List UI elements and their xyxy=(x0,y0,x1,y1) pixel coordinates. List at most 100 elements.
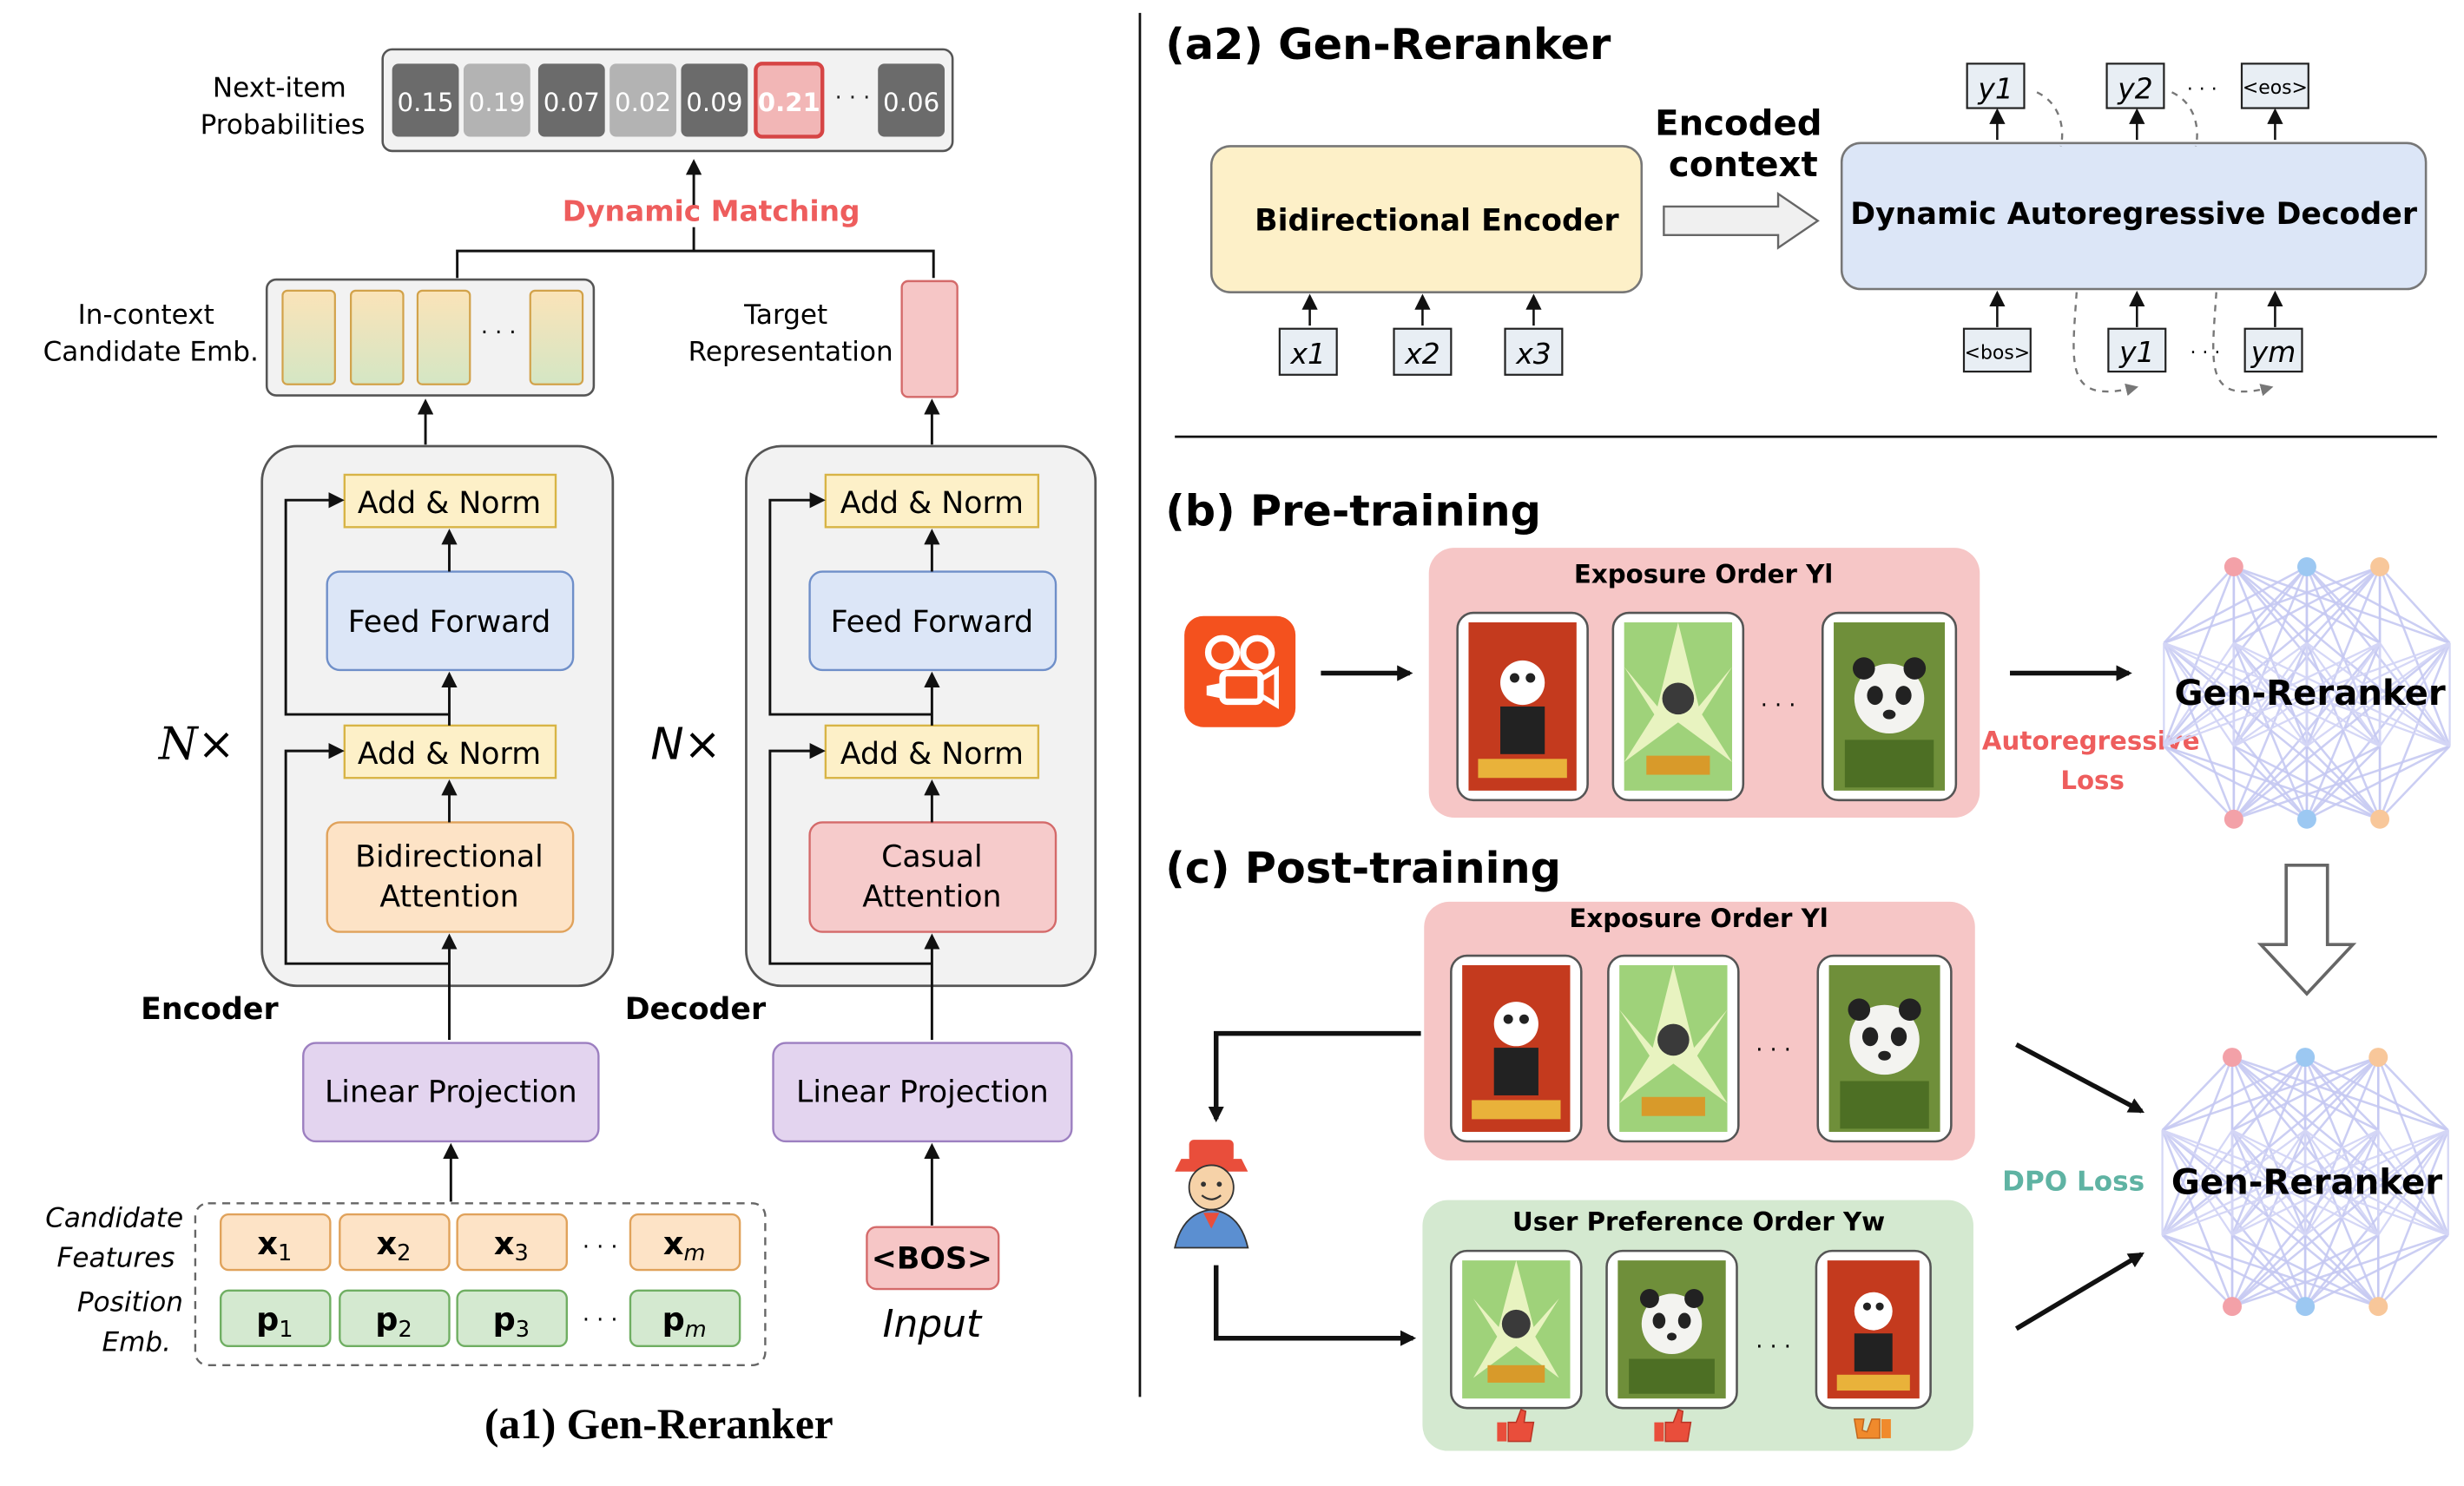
candidate-feature-label: x2 xyxy=(377,1225,412,1266)
a1-title: (a1) Gen-Reranker xyxy=(484,1400,833,1448)
gen-reranker-label-c: Gen-Reranker xyxy=(2171,1162,2442,1202)
decoder-output-label: y1 xyxy=(1977,72,2013,106)
network-node xyxy=(2296,809,2316,829)
encoded-context-arrow xyxy=(1663,192,1820,250)
decoder-linear-projection xyxy=(772,1042,1073,1143)
user-avatar-icon xyxy=(1174,1140,1249,1249)
input-label: Input xyxy=(883,1302,983,1346)
decoder-label: Decoder xyxy=(625,992,767,1027)
encoder-add-norm-bottom-label: Add & Norm xyxy=(358,737,541,772)
decoder-input-token xyxy=(2107,327,2167,373)
bidirectional-encoder-label: Bidirectional Encoder xyxy=(1255,203,1619,238)
position-embedding xyxy=(339,1289,451,1348)
poster-tile xyxy=(1450,1249,1583,1410)
encoder-input-label: x1 xyxy=(1290,337,1326,371)
ellipsis: · · · xyxy=(583,1234,618,1260)
candidate-emb-label: In-context xyxy=(78,299,214,331)
network-node xyxy=(2223,1297,2242,1317)
decoder-attention-label-2: Attention xyxy=(862,879,1001,914)
dynamic-matching-label: Dynamic Matching xyxy=(563,194,860,227)
candidate-feature xyxy=(629,1213,741,1272)
probabilities-label-2: Probabilities xyxy=(201,109,366,141)
ellipsis: · · · xyxy=(835,85,871,111)
decoder-input-label: <bos> xyxy=(1965,342,2031,364)
poster-tile xyxy=(1607,954,1740,1143)
poster-tile xyxy=(1816,954,1953,1143)
encoder-add-norm-top-label: Add & Norm xyxy=(358,486,541,521)
decoder-add-norm-top xyxy=(824,473,1040,529)
decoder-add-norm-bottom-label: Add & Norm xyxy=(840,737,1024,772)
encoder-attention-label-2: Attention xyxy=(379,879,518,914)
decoder-input-label: y1 xyxy=(2118,335,2154,369)
encoder-linear-projection xyxy=(302,1042,600,1143)
decoder-output-token xyxy=(2105,62,2165,109)
network-node xyxy=(2368,1297,2388,1317)
candidate-emb-cell xyxy=(529,289,584,385)
dynamic-decoder-label: Dynamic Autoregressive Decoder xyxy=(1850,197,2418,232)
network-node xyxy=(2370,557,2390,576)
probability-cell xyxy=(681,63,748,137)
feature-container xyxy=(194,1202,767,1367)
candidate-emb-cell xyxy=(416,289,471,385)
encoder-attention xyxy=(326,821,575,933)
encoder-linear-projection-label: Linear Projection xyxy=(325,1075,577,1109)
network-node xyxy=(2296,1048,2316,1068)
network-node xyxy=(2224,557,2243,576)
thumbs-up-icon xyxy=(1497,1409,1535,1443)
decoder-output-token xyxy=(1966,62,2026,109)
encoded-context-label: Encoded xyxy=(1655,104,1822,144)
candidate-features-label-2: Features xyxy=(56,1242,175,1273)
probability-cell xyxy=(463,63,530,137)
gen-reranker-label-b: Gen-Reranker xyxy=(2175,674,2446,713)
thumbs-up-icon xyxy=(1654,1409,1692,1443)
position-embedding xyxy=(629,1289,741,1348)
probability-value: 0.19 xyxy=(469,88,525,117)
network-node xyxy=(2223,1048,2242,1068)
probability-cell xyxy=(392,63,459,137)
network-node xyxy=(2296,557,2316,576)
probability-value: 0.07 xyxy=(544,88,600,117)
decoder-output-label: y2 xyxy=(2117,72,2152,106)
encoder-input-label: x3 xyxy=(1515,337,1551,371)
probability-cell xyxy=(878,63,945,137)
poster-tile xyxy=(1456,611,1589,802)
app-logo-icon xyxy=(1184,615,1296,727)
candidate-feature xyxy=(456,1213,569,1272)
decoder-repeat: N× xyxy=(650,718,721,770)
candidate-emb-label-2: Candidate Emb. xyxy=(43,336,259,367)
target-representation xyxy=(900,279,959,398)
network-node xyxy=(2296,1297,2316,1317)
probability-cell xyxy=(537,63,605,137)
candidate-feature-label: x3 xyxy=(494,1225,529,1266)
user-preference-label: User Preference Order Yw xyxy=(1512,1207,1885,1236)
dpo-loss-label: DPO Loss xyxy=(2002,1167,2144,1198)
target-rep-label-2: Representation xyxy=(688,336,893,367)
probability-cell xyxy=(754,62,825,139)
candidate-emb-cell xyxy=(350,289,405,385)
position-emb-label-2: Emb. xyxy=(102,1326,171,1358)
position-embedding-label: p1 xyxy=(256,1301,293,1343)
position-embedding-label: p3 xyxy=(493,1301,530,1343)
bidirectional-encoder-box xyxy=(1209,145,1644,293)
candidate-features-label: Candidate xyxy=(45,1203,183,1234)
probability-value: 0.09 xyxy=(686,88,742,117)
probability-value: 0.15 xyxy=(397,88,453,117)
candidate-feature xyxy=(219,1213,332,1272)
position-embedding xyxy=(219,1289,332,1348)
gen-reranker-network xyxy=(2163,557,2451,829)
autoregressive-loss-label-2: Loss xyxy=(2060,766,2125,795)
network-node xyxy=(2370,809,2390,829)
poster-tile xyxy=(1821,611,1958,802)
candidate-feature-label: x1 xyxy=(257,1225,292,1266)
position-emb-label: Position xyxy=(77,1287,183,1318)
probability-value: 0.02 xyxy=(615,88,671,117)
poster-tile xyxy=(1605,1249,1738,1410)
encoded-context-label-2: context xyxy=(1669,145,1818,185)
encoder-label: Encoder xyxy=(141,992,279,1027)
b-title: (b) Pre-training xyxy=(1165,485,1541,536)
encoder-input-token xyxy=(1278,327,1338,376)
poster-tile xyxy=(1450,954,1583,1143)
